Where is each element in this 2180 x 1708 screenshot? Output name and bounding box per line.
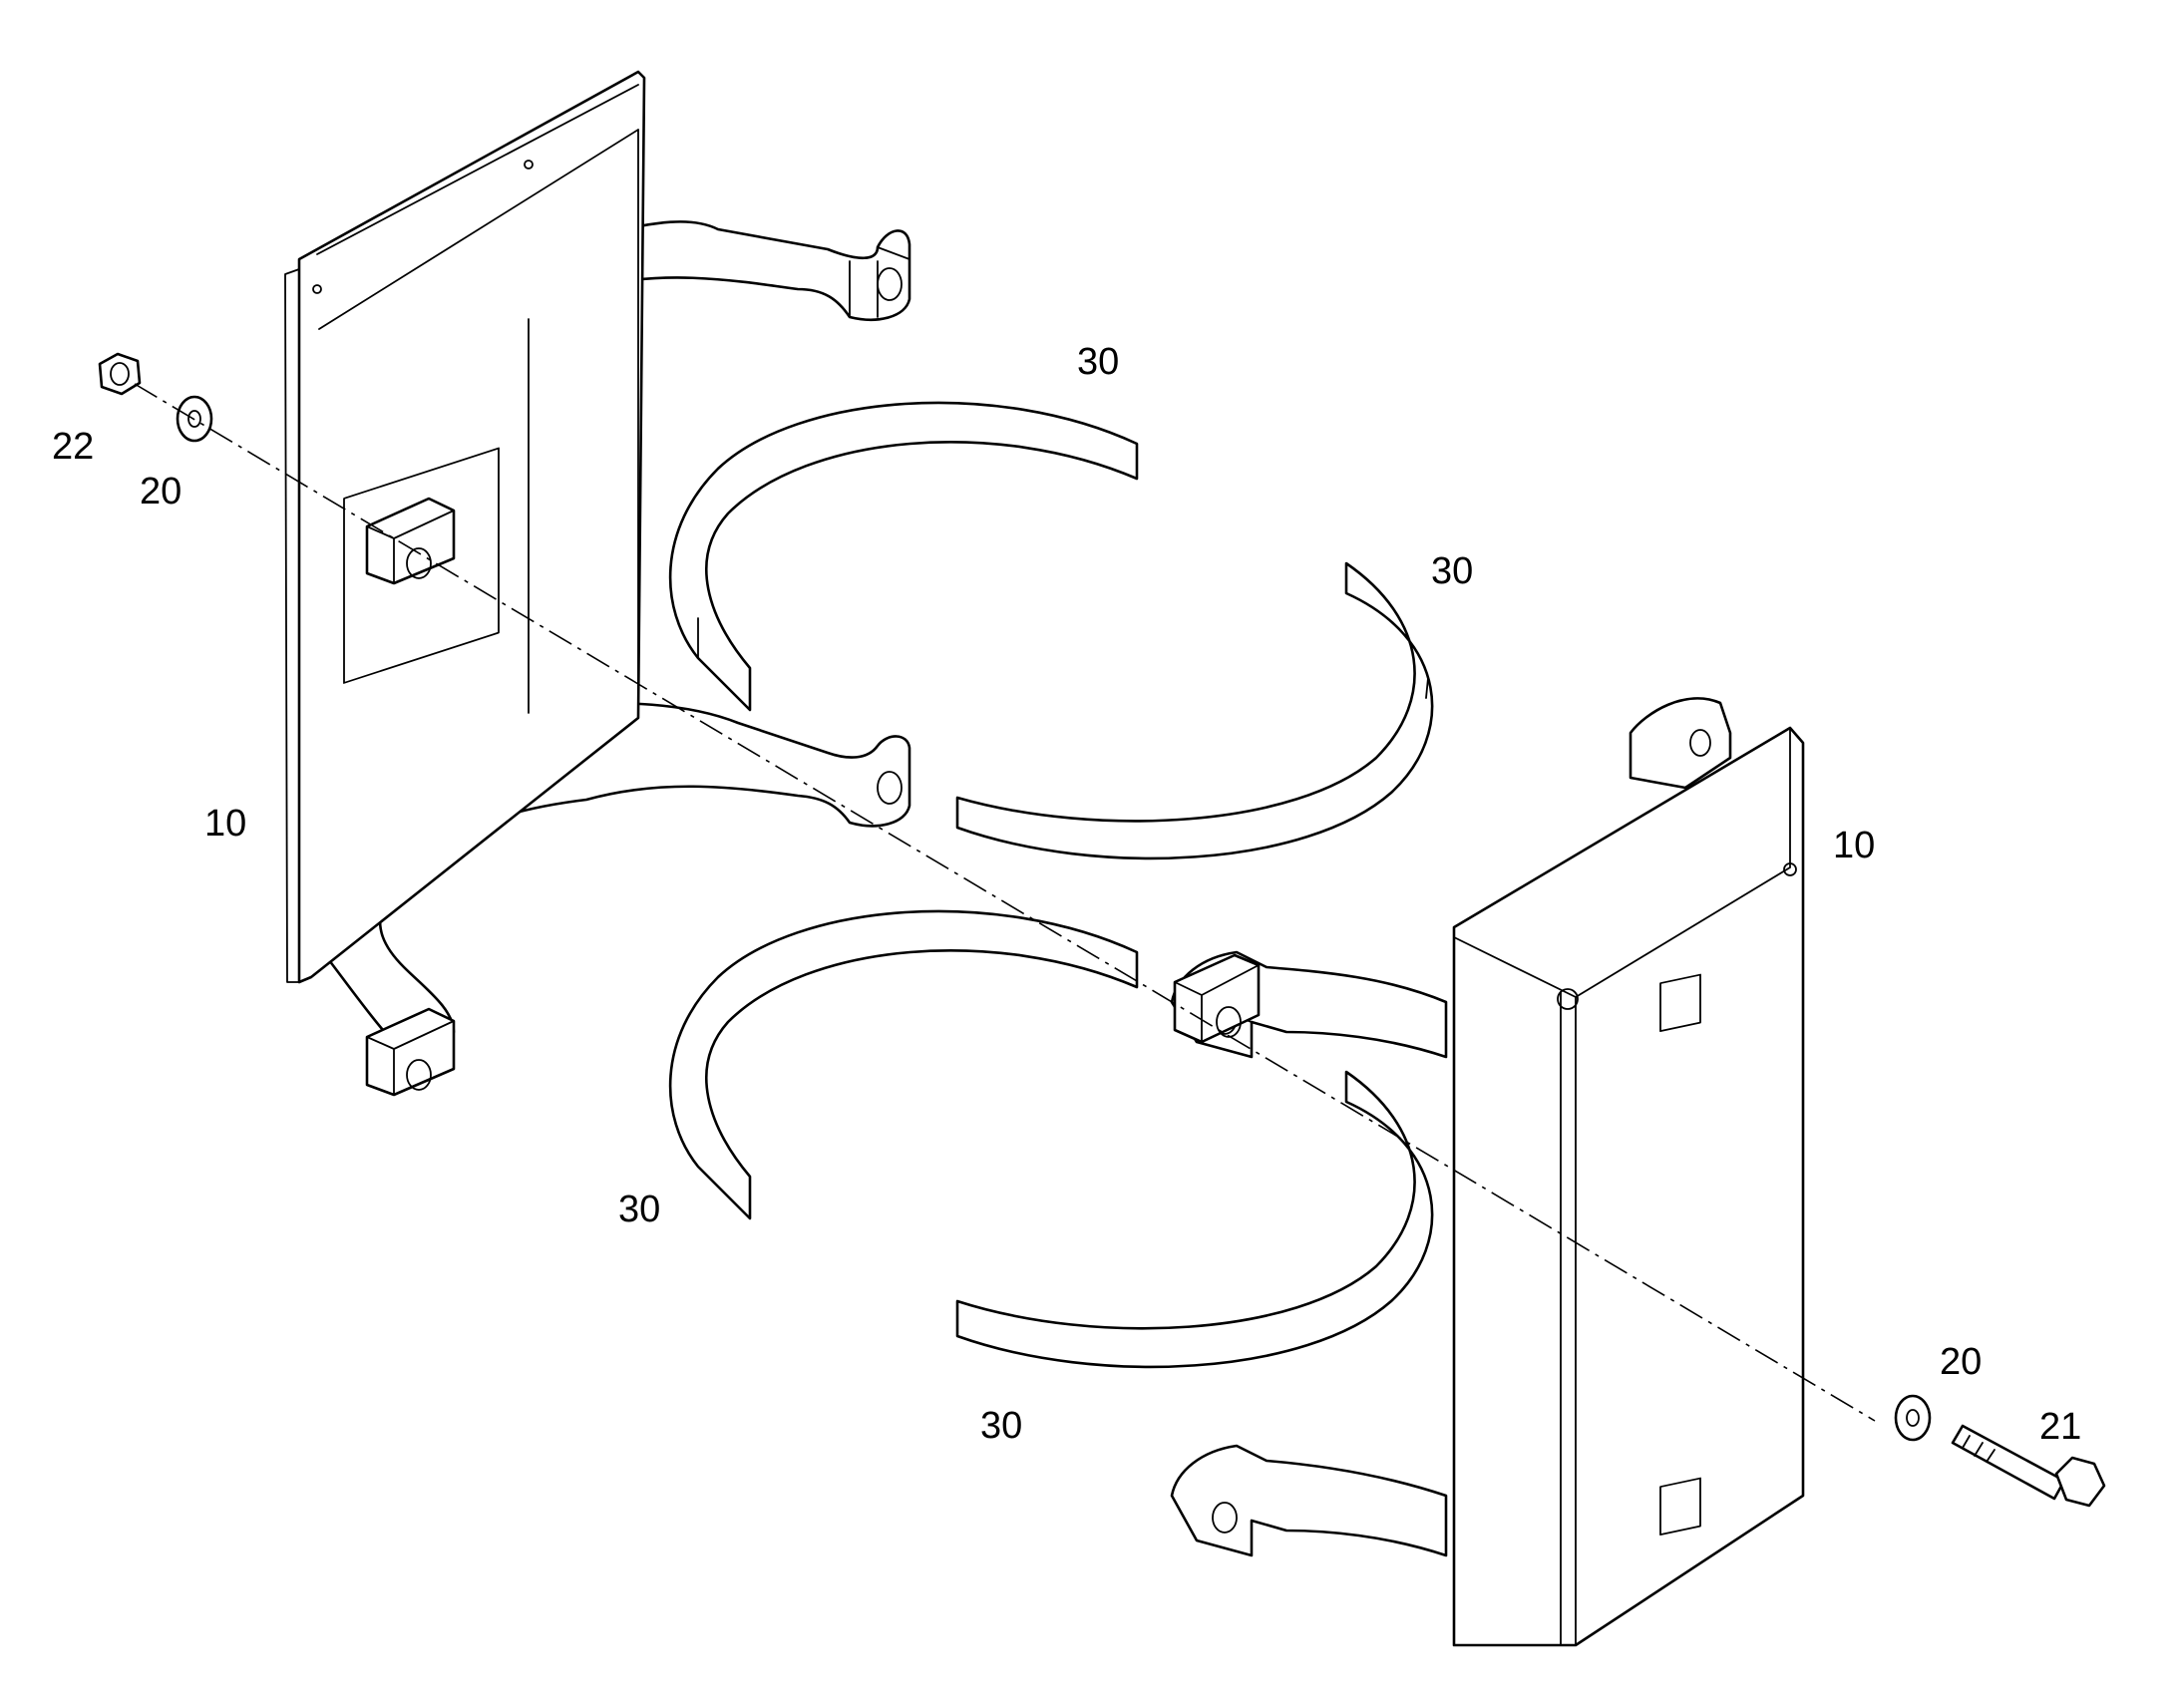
hex-bolt (1951, 1424, 2106, 1508)
left-bracket-backplate (297, 70, 646, 984)
left-bracket (284, 70, 911, 1097)
right-bracket-backplate (1452, 726, 1805, 1647)
strap-top-left (668, 401, 1139, 712)
callout-strap-bottom-right: 30 (980, 1405, 1022, 1447)
callout-strap-bottom-left: 30 (618, 1189, 660, 1230)
right-bracket (1170, 697, 1805, 1647)
strap-top-right (955, 561, 1434, 860)
callout-washer-right: 20 (1940, 1341, 1982, 1383)
callout-washer-left: 20 (140, 471, 182, 512)
assembly-axis-line (134, 383, 1876, 1422)
washer-right (1894, 1394, 1932, 1442)
callout-bracket-right: 10 (1833, 825, 1875, 866)
right-bracket-lower-arm (1170, 1444, 1448, 1557)
callout-nut: 22 (52, 426, 94, 468)
hex-nut (98, 352, 142, 396)
callout-strap-top-left: 30 (1077, 341, 1119, 383)
callout-bracket-left: 10 (204, 803, 246, 845)
strap-bottom-left (668, 909, 1139, 1220)
callout-strap-top-right: 30 (1431, 550, 1473, 592)
strap-bottom-right (955, 1070, 1434, 1369)
callout-bolt: 21 (2039, 1406, 2081, 1448)
